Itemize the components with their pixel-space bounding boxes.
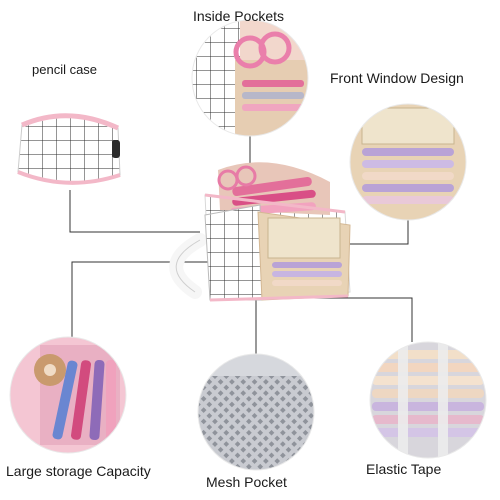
circle-frame-bottom-right: [369, 341, 487, 459]
elastic-tape-image: [370, 342, 486, 458]
front-window-image: [350, 104, 466, 220]
callout-lines: [69, 136, 413, 354]
circle-frame-right: [349, 103, 467, 221]
pencil-case-closed-image: [17, 113, 121, 185]
label-inside-pockets: Inside Pockets: [193, 8, 285, 24]
circle-frame-top: [191, 19, 309, 137]
label-pencil-case: pencil case: [32, 62, 98, 77]
callout-line-storage: [71, 261, 210, 337]
callout-line-elastic: [300, 297, 413, 342]
circle-frame-bottom-middle: [197, 353, 315, 471]
callout-line-front-window: [330, 220, 409, 245]
mesh-pocket-image: [198, 354, 314, 470]
label-front-window-design: Front Window Design: [330, 70, 464, 86]
label-mesh-pocket: Mesh Pocket: [206, 474, 287, 490]
label-large-storage-capacity: Large storage Capacity: [6, 463, 151, 479]
inside-pockets-image: [192, 20, 308, 136]
label-elastic-tape: Elastic Tape: [366, 461, 442, 477]
circle-frame-bottom-left: [9, 336, 127, 454]
callout-line-pencil-case: [69, 190, 200, 233]
main-pencil-case: [169, 162, 351, 302]
large-storage-image: [10, 337, 126, 453]
